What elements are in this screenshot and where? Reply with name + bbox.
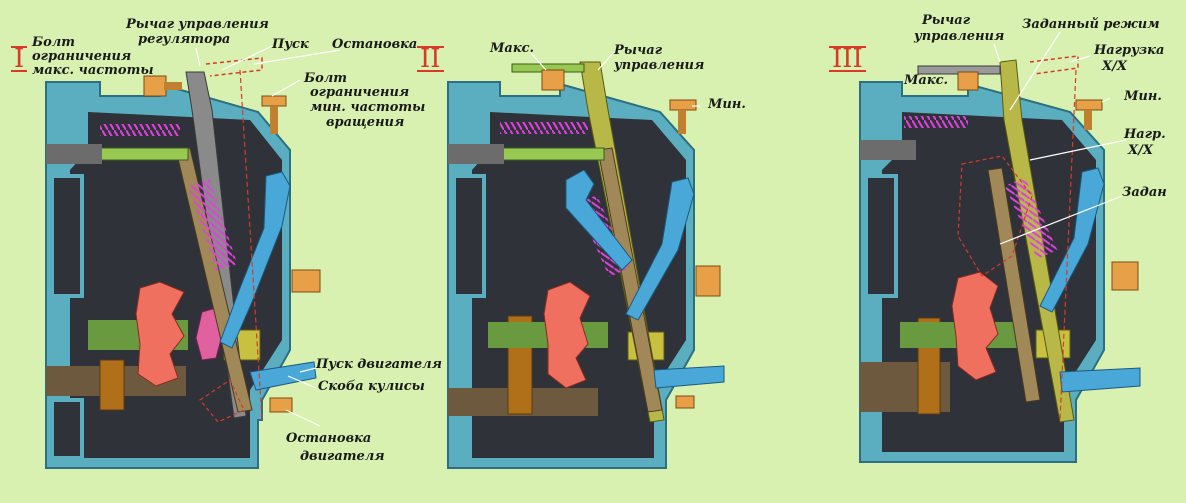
label-idle-load-short-1: Нагр. bbox=[1124, 127, 1166, 142]
governor-spring-top bbox=[500, 122, 588, 134]
label-idle-load-2: Х/Х bbox=[1102, 59, 1127, 74]
dashed-idle-lever-line bbox=[1059, 69, 1077, 421]
stop-bolt bbox=[675, 395, 695, 409]
panel-1-leader-lines bbox=[195, 45, 341, 427]
rocker-lever bbox=[597, 147, 663, 413]
dashed-idle-lever-outline bbox=[1029, 55, 1079, 75]
label-min-bolt-2: ограничения bbox=[310, 85, 410, 100]
label-idle-load-1: Нагрузка bbox=[1094, 43, 1165, 58]
panel-1-mechanism bbox=[45, 45, 341, 469]
blue-arm bbox=[565, 169, 633, 271]
governor-spring-top bbox=[904, 116, 968, 128]
side-bolt bbox=[1111, 261, 1139, 291]
top-link bbox=[95, 147, 189, 161]
side-bolt bbox=[291, 269, 321, 293]
label-start: Пуск bbox=[272, 37, 309, 52]
min-speed-bolt bbox=[261, 95, 287, 134]
stop-bolt bbox=[269, 397, 293, 413]
label-max-bolt-3: макс. частоты bbox=[32, 63, 154, 78]
side-bolt bbox=[695, 265, 721, 297]
governor-weight-cam bbox=[543, 281, 591, 389]
label-max-bolt-1: Болт bbox=[32, 35, 76, 50]
engine-start-plate bbox=[653, 365, 725, 389]
max-speed-bolt bbox=[957, 71, 979, 91]
camshaft-gear bbox=[99, 359, 125, 411]
top-rod bbox=[448, 144, 504, 164]
housing-left-pocket bbox=[452, 174, 486, 298]
rocker-bracket bbox=[625, 177, 695, 321]
panel-2-numeral: II bbox=[417, 44, 444, 74]
engine-start-plate bbox=[249, 361, 317, 391]
label-engine-stop-2: двигателя bbox=[300, 449, 385, 464]
label-max-bolt-2: ограничения bbox=[32, 49, 132, 64]
governor-spring-main bbox=[1004, 176, 1058, 260]
label-control-lever-2: управления bbox=[914, 29, 1005, 44]
label-control-lever-1: Рычаг bbox=[922, 13, 971, 28]
label-max: Макс. bbox=[490, 41, 535, 56]
label-set: Задан bbox=[1122, 185, 1167, 200]
panel-3-mechanism bbox=[859, 31, 1141, 463]
min-speed-bolt bbox=[1075, 99, 1103, 130]
panel-3-leader-lines bbox=[993, 31, 1127, 245]
label-max: Макс. bbox=[904, 73, 949, 88]
max-speed-bolt bbox=[541, 69, 565, 91]
max-speed-bolt bbox=[143, 75, 182, 97]
label-min: Мин. bbox=[708, 97, 746, 112]
label-set-mode: Заданный режим bbox=[1022, 17, 1160, 32]
panel-3-numeral: III bbox=[829, 44, 866, 74]
label-engine-stop-1: Остановка bbox=[286, 431, 372, 446]
engine-start-plate bbox=[1059, 367, 1141, 393]
top-link bbox=[499, 147, 605, 161]
governor-spring-main bbox=[188, 178, 238, 272]
label-regulator-lever-2: регулятора bbox=[138, 32, 231, 47]
housing-left-pocket bbox=[864, 174, 898, 298]
label-rocker-bracket: Скоба кулисы bbox=[318, 379, 425, 394]
top-rod bbox=[46, 144, 102, 164]
dashed-idle-weights bbox=[957, 155, 1033, 277]
label-idle-load-short-2: Х/Х bbox=[1128, 143, 1153, 158]
dashed-engine-stop-outline bbox=[199, 379, 245, 423]
label-engine-start: Пуск двигателя bbox=[316, 357, 442, 372]
label-regulator-lever-1: Рычаг управления bbox=[126, 17, 269, 32]
label-min-bolt-4: вращения bbox=[326, 115, 405, 130]
governor-spring-top bbox=[100, 124, 180, 136]
rocker-lever bbox=[987, 167, 1041, 403]
dashed-stop-lever-outline bbox=[205, 57, 263, 77]
label-min-bolt-3: мин. частоты bbox=[310, 100, 426, 115]
panel-2-leader-lines bbox=[529, 51, 700, 107]
governor-weight-cam bbox=[951, 271, 999, 381]
label-control-lever-2: управления bbox=[614, 58, 705, 73]
panel-1-numeral: I bbox=[10, 44, 28, 74]
panel-2-mechanism bbox=[447, 51, 725, 469]
label-stop: Остановка bbox=[332, 37, 418, 52]
governor-weight-cam bbox=[135, 281, 185, 387]
label-min: Мин. bbox=[1124, 89, 1162, 104]
label-control-lever-1: Рычаг bbox=[614, 43, 663, 58]
dashed-stop-lever-line bbox=[239, 69, 263, 421]
housing-left-pocket bbox=[50, 174, 84, 298]
top-rod bbox=[860, 140, 916, 160]
label-min-bolt-1: Болт bbox=[304, 71, 348, 86]
housing-left-pocket-lower bbox=[50, 398, 84, 460]
min-speed-bolt bbox=[669, 99, 697, 134]
